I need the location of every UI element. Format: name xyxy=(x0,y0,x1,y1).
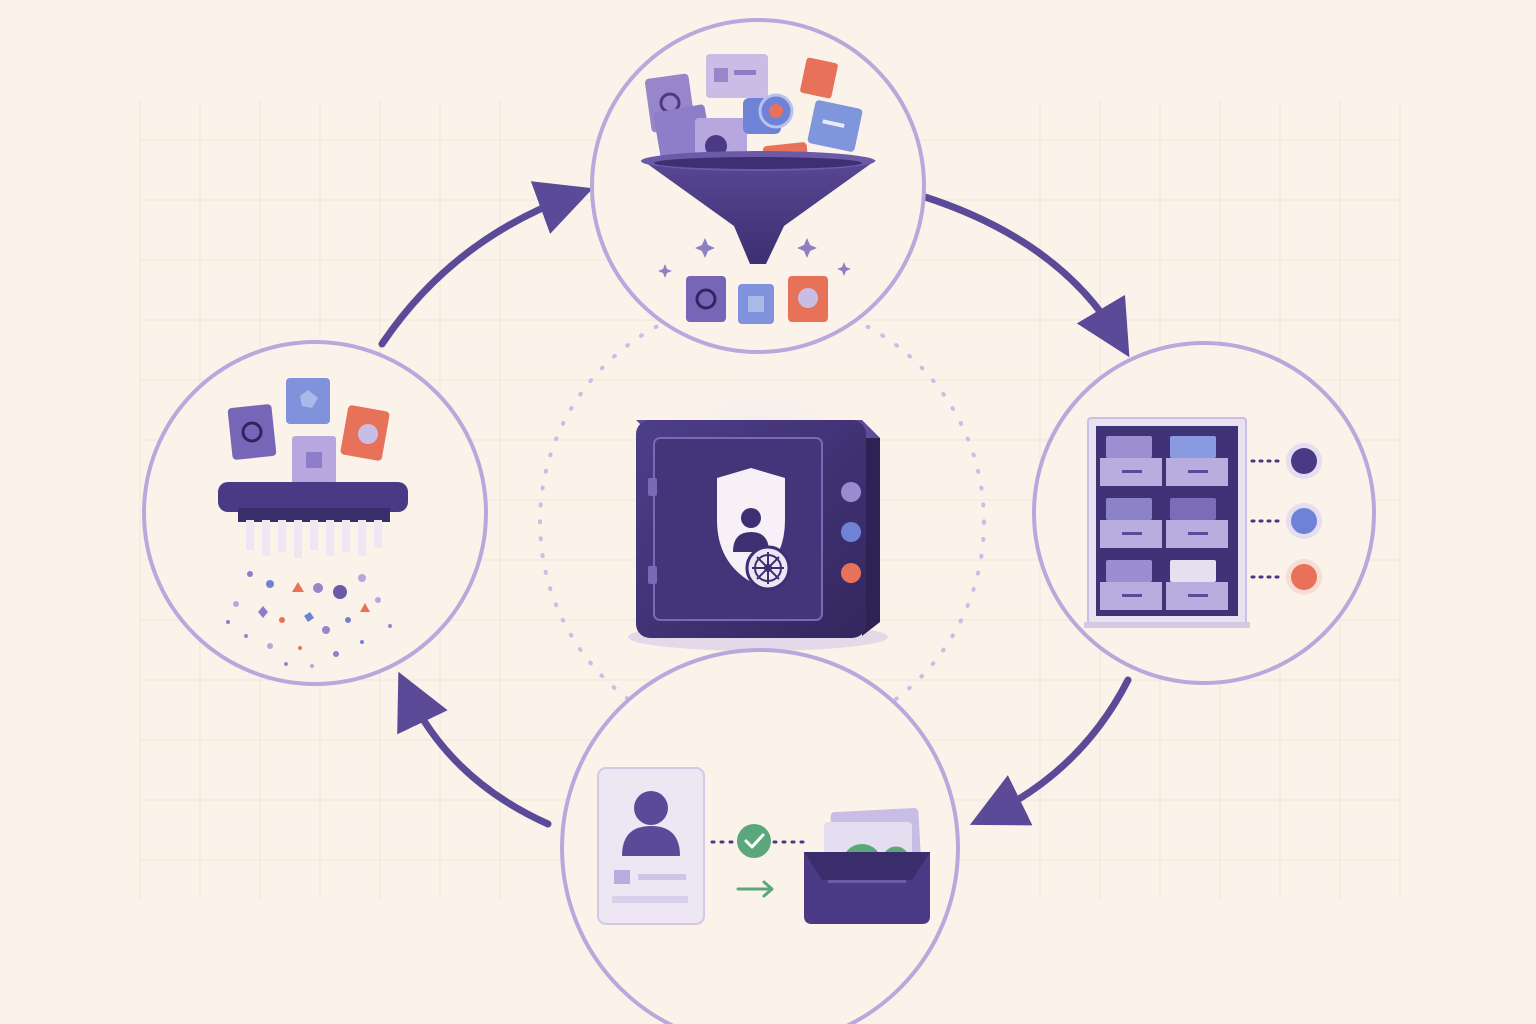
sparkle-icon xyxy=(658,238,851,278)
flow-arrows xyxy=(378,181,1132,828)
safe-icon xyxy=(628,420,888,651)
arrow-store-to-use xyxy=(969,676,1132,826)
stage-use xyxy=(560,648,960,1024)
data-card-icon xyxy=(227,378,390,484)
funnel-icon xyxy=(641,151,876,264)
stage-dispose xyxy=(142,340,488,686)
output-cards xyxy=(686,276,828,324)
stage-collect xyxy=(590,18,926,354)
dial-icon xyxy=(745,545,791,591)
inbox-tray-icon xyxy=(804,807,930,924)
indicator-light xyxy=(841,482,861,502)
data-card-icon xyxy=(644,54,863,176)
arrow-use-to-dispose xyxy=(397,671,552,828)
shredder-icon xyxy=(218,482,408,558)
arrow-collect-to-store xyxy=(918,192,1130,358)
indicator-light xyxy=(841,563,861,583)
arrow-dispose-to-collect xyxy=(378,181,594,348)
arrow-right-icon xyxy=(736,880,774,898)
safe-indicators xyxy=(841,482,861,583)
profile-card-icon xyxy=(597,767,705,925)
central-dotted-ring xyxy=(538,298,986,746)
filing-cabinet-icon xyxy=(1084,417,1250,628)
particles-icon xyxy=(226,571,392,668)
indicator-light xyxy=(841,522,861,542)
drawer-icon xyxy=(1100,436,1228,610)
check-icon xyxy=(737,824,771,858)
status-dot-icon xyxy=(1250,443,1322,595)
stage-store xyxy=(1032,341,1376,685)
